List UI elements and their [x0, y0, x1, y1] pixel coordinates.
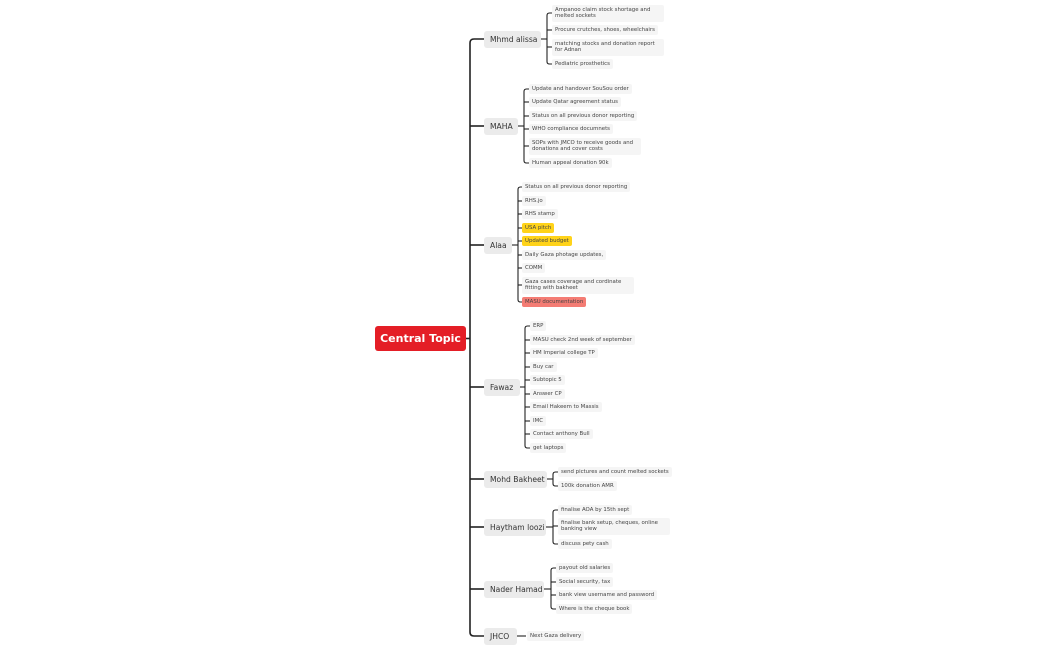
subtopic-item[interactable]: ERP: [530, 321, 547, 331]
subtopic-item[interactable]: Contact anthony Bull: [530, 429, 593, 439]
branch-topic-haytham-loozi[interactable]: Haytham loozi: [484, 518, 546, 536]
subtopic-item[interactable]: Update Qatar agreement status: [529, 97, 621, 107]
subtopic-item[interactable]: finalise bank setup, cheques, online ban…: [558, 517, 670, 535]
subtopic-item[interactable]: bank view username and password: [556, 590, 658, 600]
subtopic-item[interactable]: SOPs with JMCO to receive goods and dona…: [529, 137, 641, 155]
subtopic-item[interactable]: WHO compliance documnets: [529, 124, 613, 134]
subtopic-item[interactable]: Social security, tax: [556, 577, 614, 587]
subtopic-item[interactable]: Update and handover SouSou order: [529, 84, 632, 94]
subtopic-item[interactable]: Gaza cases coverage and cordinate fittin…: [522, 276, 634, 294]
subtopic-item[interactable]: Updated budget: [522, 236, 572, 246]
connector-line: [550, 567, 556, 610]
connector-line: [517, 186, 522, 303]
subtopic-item[interactable]: MASU documentation: [522, 297, 587, 307]
subtopic-item[interactable]: matching stocks and donation report for …: [552, 38, 664, 56]
subtopic-item[interactable]: Status on all previous donor reporting: [522, 182, 631, 192]
subtopic-item[interactable]: Daily Gaza photage updates,: [522, 250, 607, 260]
connector-line: [552, 471, 558, 487]
subtopic-item[interactable]: payout old salaries: [556, 563, 614, 573]
subtopic-item[interactable]: Status on all previous donor reporting: [529, 111, 638, 121]
connector-line: [524, 325, 530, 449]
subtopic-item[interactable]: IMC: [530, 416, 547, 426]
subtopic-item[interactable]: finalise AOA by 15th sept: [558, 505, 633, 515]
subtopic-item[interactable]: Human appeal donation 90k: [529, 158, 612, 168]
subtopic-item[interactable]: Email Hakeem to Massis: [530, 402, 602, 412]
subtopic-item[interactable]: discuss pety cash: [558, 539, 612, 549]
subtopic-item[interactable]: send pictures and count melted sockets: [558, 467, 672, 477]
subtopic-item[interactable]: RHS stamp: [522, 209, 558, 219]
subtopic-item[interactable]: 100k donation AMR: [558, 481, 617, 491]
connector-line: [546, 12, 552, 65]
branch-topic-jhco[interactable]: JHCO: [484, 627, 517, 645]
branch-topic-alaa[interactable]: Alaa: [484, 236, 512, 254]
subtopic-item[interactable]: Answer CP: [530, 389, 565, 399]
branch-topic-mhmd-alissa[interactable]: Mhmd alissa: [484, 30, 541, 48]
subtopic-item[interactable]: Next Gaza delivery: [527, 631, 585, 641]
connector-line: [552, 509, 558, 545]
subtopic-item[interactable]: HM Imperial college TP: [530, 348, 598, 358]
subtopic-item[interactable]: Pediatric prosthetics: [552, 59, 613, 69]
subtopic-item[interactable]: RHS.jo: [522, 196, 546, 206]
connector-line: [469, 38, 484, 637]
subtopic-item[interactable]: Subtopic 5: [530, 375, 565, 385]
subtopic-item[interactable]: get laptops: [530, 443, 567, 453]
subtopic-item[interactable]: Buy car: [530, 362, 557, 372]
subtopic-item[interactable]: MASU check 2nd week of september: [530, 335, 635, 345]
branch-topic-fawaz[interactable]: Fawaz: [484, 378, 520, 396]
branch-topic-maha[interactable]: MAHA: [484, 117, 518, 135]
connector-line: [523, 88, 529, 164]
subtopic-item[interactable]: Procure crutches, shoes, wheelchairs: [552, 25, 658, 35]
subtopic-item[interactable]: Where is the cheque book: [556, 604, 633, 614]
subtopic-item[interactable]: Ampanoo claim stock shortage and melted …: [552, 4, 664, 22]
branch-topic-mohd-bakheet[interactable]: Mohd Bakheet: [484, 470, 547, 488]
subtopic-item[interactable]: USA pitch: [522, 223, 555, 233]
central-topic[interactable]: Central Topic: [375, 326, 466, 351]
subtopic-item[interactable]: COMM: [522, 263, 546, 273]
branch-topic-nader-hamad[interactable]: Nader Hamad: [484, 580, 544, 598]
